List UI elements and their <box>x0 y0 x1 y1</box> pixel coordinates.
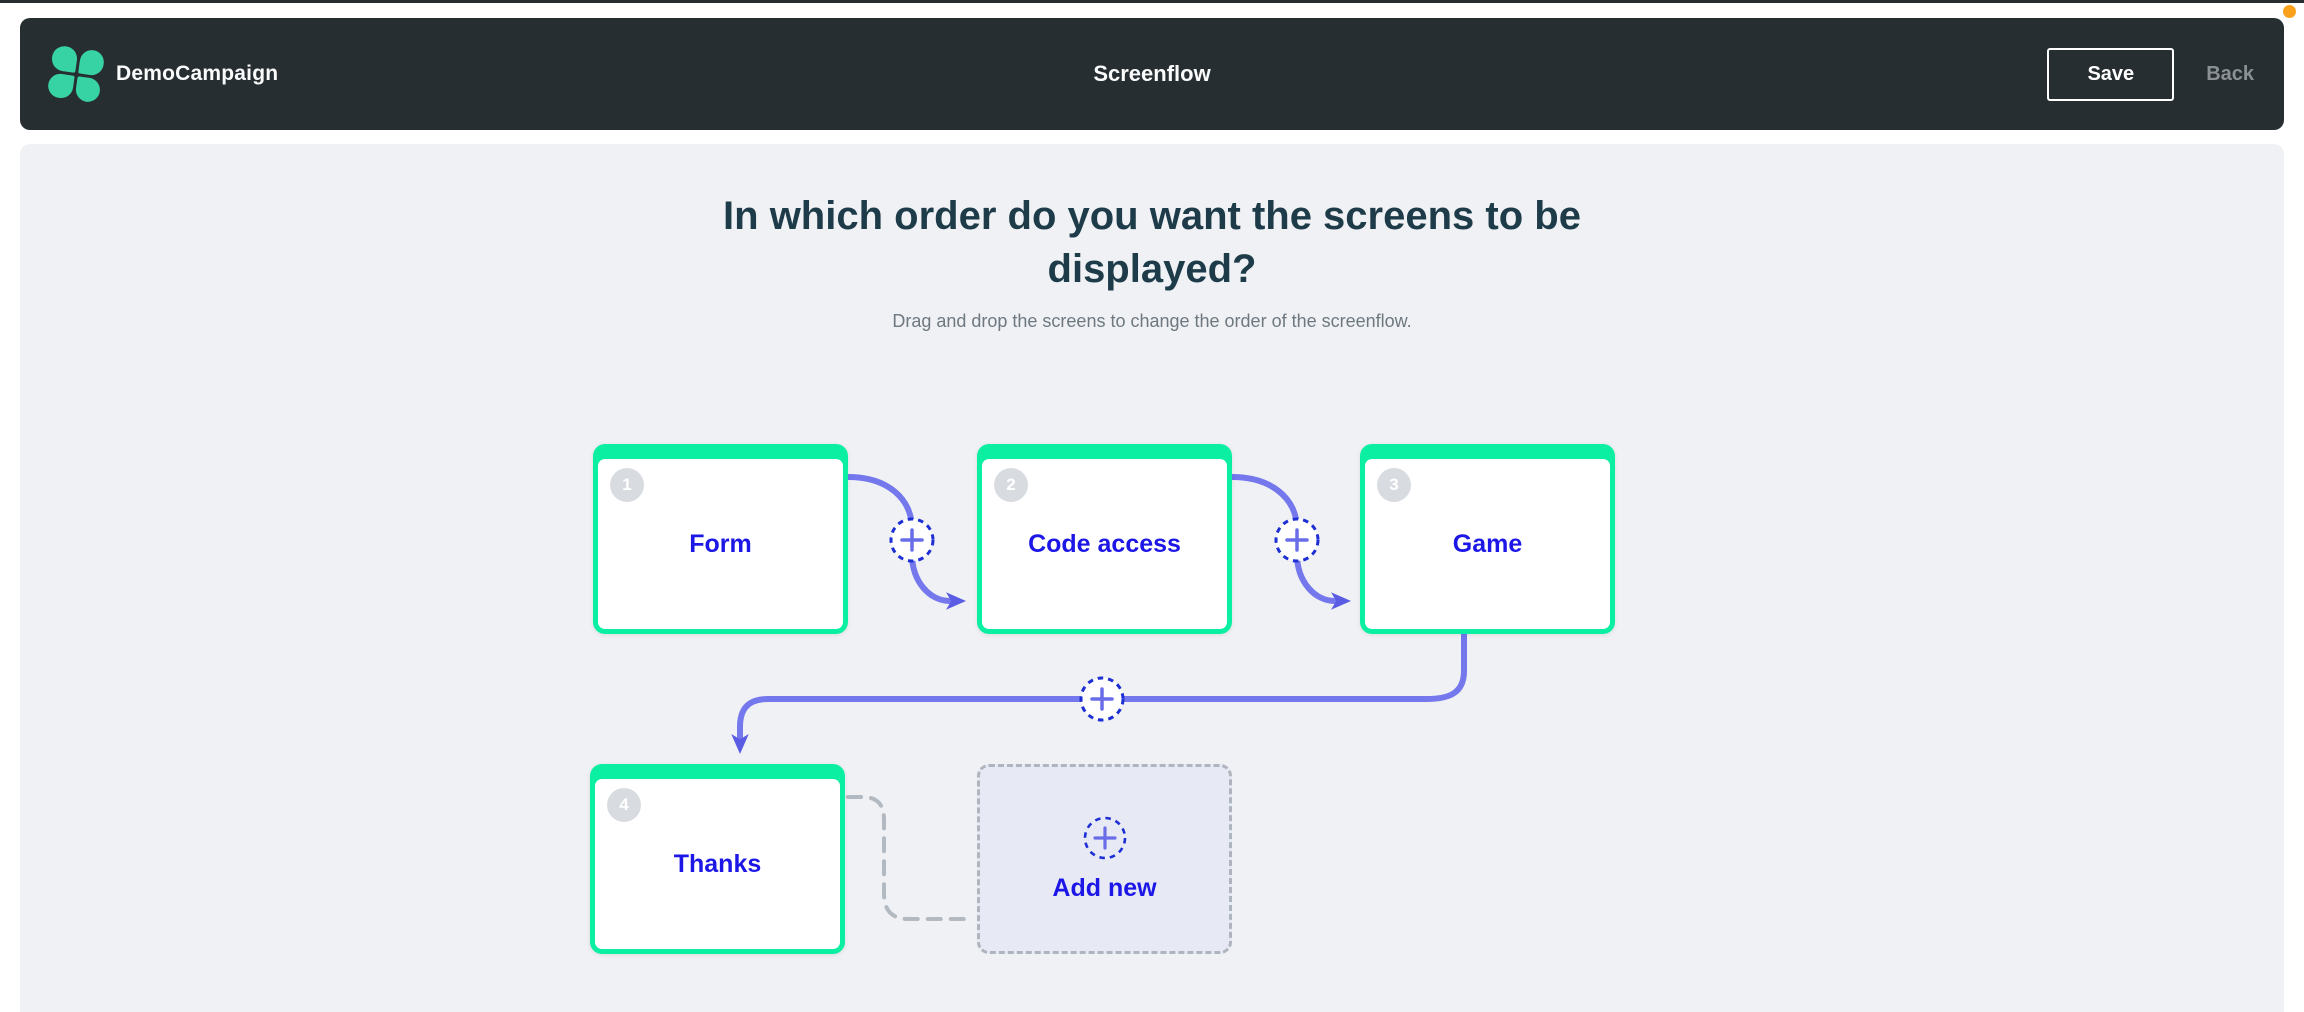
order-badge: 3 <box>1377 468 1411 502</box>
brand: DemoCampaign <box>46 44 279 104</box>
order-badge: 1 <box>610 468 644 502</box>
page-title: Screenflow <box>1093 61 1211 86</box>
order-badge: 4 <box>607 788 641 822</box>
header-actions: Save Back <box>2047 47 2254 101</box>
add-plus-icon <box>1083 816 1126 860</box>
screen-card-game[interactable]: 3 Game <box>1360 444 1615 634</box>
back-button[interactable]: Back <box>2206 62 2254 85</box>
screen-label: Code access <box>1028 529 1181 558</box>
add-new-label: Add new <box>1052 874 1157 902</box>
order-badge: 2 <box>994 468 1028 502</box>
insert-screen-button-1[interactable] <box>889 517 935 563</box>
orange-status-dot <box>2283 5 2296 18</box>
screen-card-code-access[interactable]: 2 Code access <box>977 444 1232 634</box>
connector-thanks-to-addnew <box>846 795 974 921</box>
screen-label: Game <box>1452 529 1523 558</box>
insert-screen-button-2[interactable] <box>1274 517 1320 563</box>
clover-logo-icon <box>46 44 106 104</box>
screenflow-canvas: In which order do you want the screens t… <box>20 144 2284 1012</box>
screen-card-thanks[interactable]: 4 Thanks <box>590 764 845 954</box>
question-subheading: Drag and drop the screens to change the … <box>892 310 1412 331</box>
add-new-screen-button[interactable]: Add new <box>977 764 1232 954</box>
screen-card-form[interactable]: 1 Form <box>593 444 848 634</box>
save-button[interactable]: Save <box>2047 47 2175 101</box>
app-header: DemoCampaign Screenflow Save Back <box>20 18 2284 130</box>
screen-label: Thanks <box>673 849 762 878</box>
campaign-name: DemoCampaign <box>116 62 279 85</box>
screen-label: Form <box>689 529 752 558</box>
insert-screen-button-3[interactable] <box>1079 676 1125 722</box>
window-top-edge <box>0 0 2304 3</box>
question-heading: In which order do you want the screens t… <box>723 194 1581 291</box>
